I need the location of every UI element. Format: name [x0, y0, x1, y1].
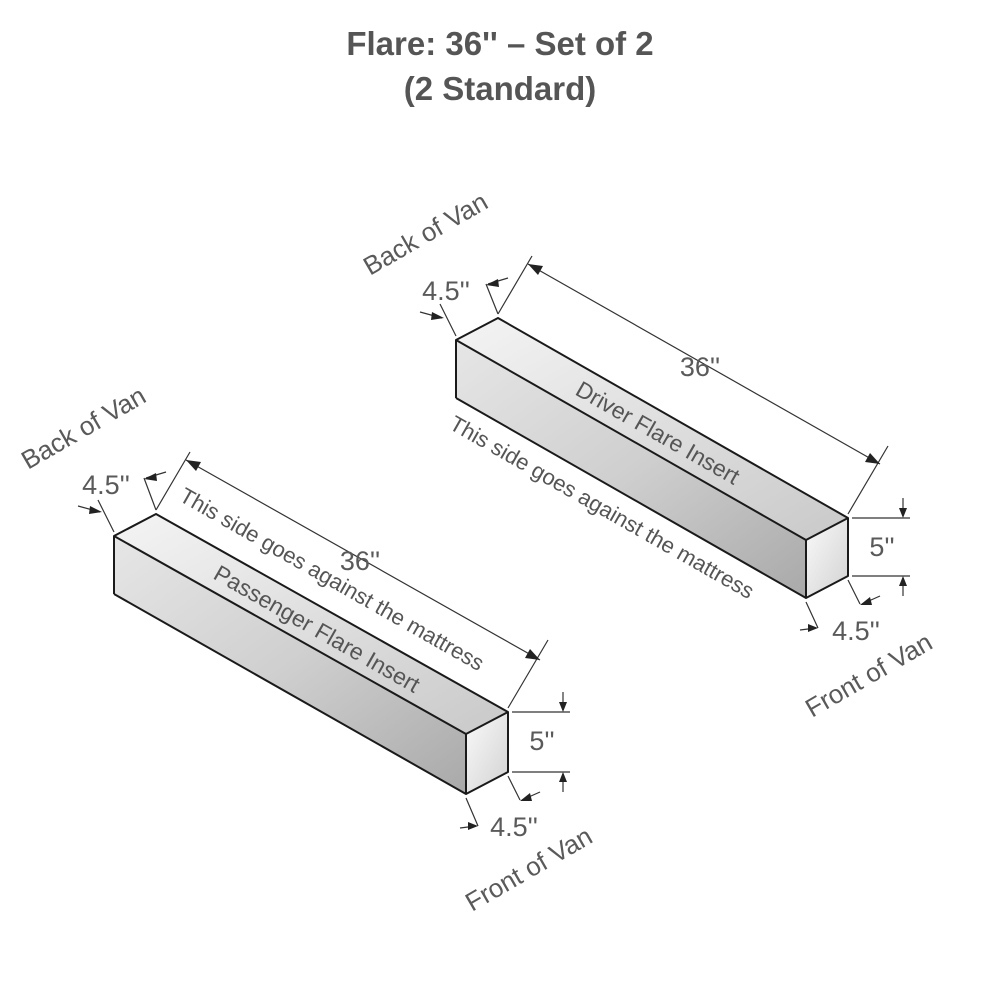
- driver-front-arrow-right: [860, 597, 872, 605]
- passenger-front-arrow-left: [468, 822, 478, 830]
- driver-length-label: 36'': [680, 352, 720, 382]
- passenger-height-arrow-top: [559, 702, 567, 712]
- passenger-front-width-label: 4.5'': [490, 812, 538, 842]
- passenger-length-ext-right: [507, 639, 549, 709]
- passenger-back-width-label: 4.5'': [82, 470, 130, 500]
- passenger-insert: 36'' 4.5'' Back of Van This side goes ag…: [16, 380, 597, 917]
- passenger-front-ext-left: [465, 797, 479, 827]
- driver-front-width-label: 4.5'': [832, 616, 880, 646]
- driver-length-ext-right: [847, 445, 889, 515]
- passenger-length-arrow-right: [525, 649, 540, 660]
- passenger-end-face: [466, 712, 508, 794]
- driver-height-arrow-top: [899, 508, 907, 518]
- passenger-height-arrow-bottom: [559, 772, 567, 782]
- title-line-1: Flare: 36'' – Set of 2: [346, 25, 653, 62]
- driver-front-ext-left: [805, 601, 819, 629]
- driver-width-arrow-right: [486, 279, 499, 287]
- passenger-back-of-van-label: Back of Van: [16, 380, 151, 475]
- driver-side-face: [456, 340, 806, 598]
- driver-height-arrow-bottom: [899, 576, 907, 586]
- passenger-front-arrow-right: [520, 793, 532, 801]
- driver-top-face: [456, 318, 848, 540]
- driver-length-dimension-line: [527, 263, 881, 465]
- passenger-side-face: [114, 536, 466, 794]
- passenger-length-arrow-left: [186, 460, 201, 471]
- driver-back-width-label: 4.5'': [422, 276, 470, 306]
- title-line-2: (2 Standard): [404, 70, 597, 107]
- passenger-front-ext-right: [507, 775, 521, 801]
- driver-width-ext-right: [485, 283, 499, 315]
- driver-length-ext-left: [497, 255, 533, 315]
- passenger-width-arrow-left: [89, 506, 102, 514]
- passenger-length-label: 36'': [340, 546, 380, 576]
- passenger-length-ext-left: [155, 451, 191, 511]
- passenger-height-label: 5'': [529, 726, 554, 756]
- passenger-width-arrow-right: [144, 473, 157, 481]
- passenger-top-face: [114, 514, 508, 734]
- driver-end-face: [806, 518, 848, 598]
- passenger-width-ext-right: [143, 477, 157, 511]
- driver-front-ext-right: [847, 579, 861, 605]
- driver-front-arrow-left: [808, 624, 818, 632]
- driver-back-of-van-label: Back of Van: [358, 186, 493, 281]
- passenger-width-ext-left: [97, 499, 115, 533]
- driver-width-arrow-left: [431, 312, 444, 320]
- driver-length-arrow-left: [528, 264, 543, 275]
- driver-width-ext-left: [439, 303, 457, 337]
- driver-height-label: 5'': [869, 532, 894, 562]
- driver-length-arrow-right: [865, 453, 880, 464]
- passenger-length-dimension-line: [185, 459, 541, 661]
